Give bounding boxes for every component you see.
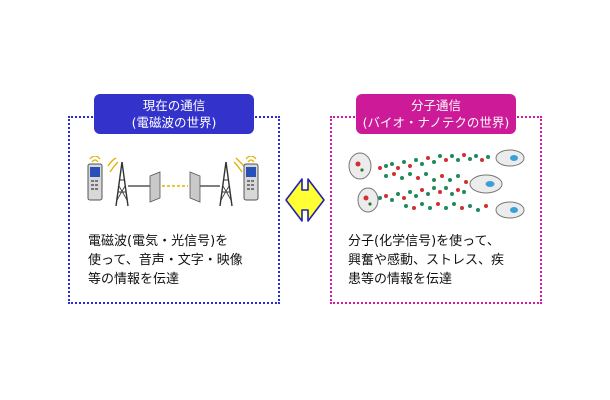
right-caption: 分子(化学信号)を使って、 興奮や感動、ストレス、疾 患等の情報を伝達 [348, 234, 505, 287]
telecom-illustration [87, 156, 259, 207]
left-title-line2: (電磁波の世界) [131, 115, 217, 130]
cell-icon [469, 149, 525, 219]
right-title-line2: (バイオ・ナノテクの世界) [362, 115, 510, 130]
double-arrow-icon [285, 178, 325, 222]
left-title-line1: 現在の通信 [142, 98, 206, 113]
radio-tower-icon [219, 157, 245, 207]
left-caption: 電磁波(電気・光信号)を 使って、音声・文字・映像 等の情報を伝達 [88, 234, 243, 287]
mobile-phone-icon [243, 156, 259, 201]
right-panel-title: 分子通信 (バイオ・ナノテクの世界) [356, 94, 516, 134]
radio-tower-icon [107, 157, 129, 207]
molecular-communication-illustration [348, 149, 525, 219]
server-icon [149, 171, 201, 203]
left-panel-title: 現在の通信 (電磁波の世界) [94, 94, 254, 134]
right-title-line1: 分子通信 [410, 98, 461, 113]
molecule-icon [378, 153, 490, 212]
mobile-phone-icon [87, 156, 103, 201]
cell-icon [348, 152, 379, 213]
